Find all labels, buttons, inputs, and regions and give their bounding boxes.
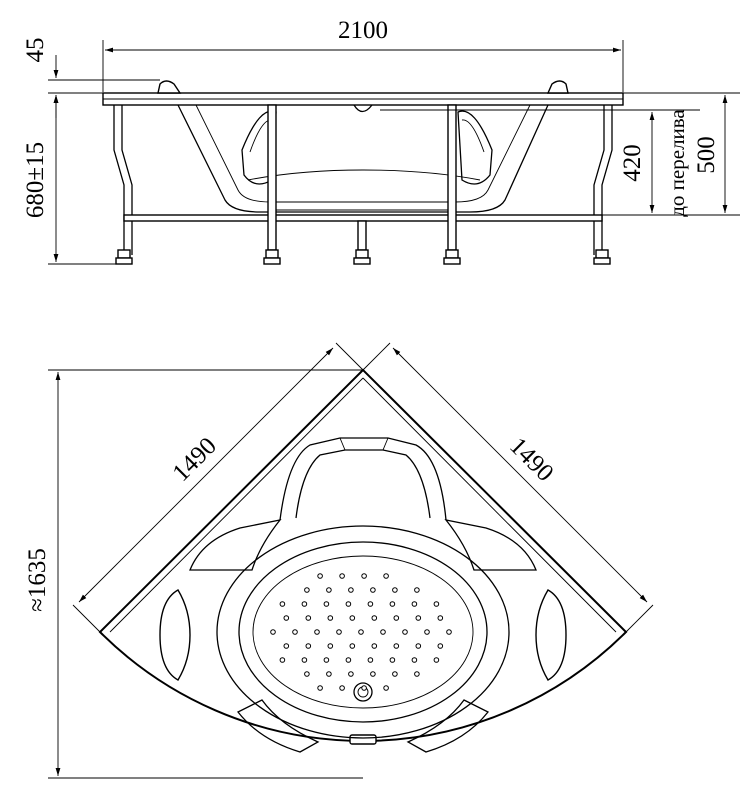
nozzle (348, 587, 354, 593)
nozzle (437, 615, 444, 621)
side-left-label: 1490 (167, 432, 221, 486)
nozzle (326, 587, 332, 593)
nozzle (345, 601, 352, 607)
hydromassage-nozzles (270, 573, 452, 691)
nozzle (424, 629, 430, 635)
nozzle (361, 573, 367, 579)
nozzle (370, 671, 376, 677)
overflow-drain (353, 104, 373, 113)
nozzle (323, 601, 330, 607)
rim-height-label: 45 (22, 38, 49, 63)
top-view: 1490 1490 ≈1635 (24, 342, 654, 779)
nozzle (393, 643, 400, 649)
nozzle (304, 671, 310, 677)
side-right-label: 1490 (504, 432, 558, 486)
nozzle (433, 657, 440, 663)
nozzle (279, 601, 286, 607)
nozzle (323, 657, 330, 663)
nozzle (345, 657, 352, 663)
nozzle (292, 629, 298, 635)
nozzle (349, 643, 356, 649)
nozzle (392, 587, 398, 593)
nozzle (383, 685, 389, 691)
nozzle (380, 629, 386, 635)
dim-total-height: 680±15 (22, 95, 118, 265)
nozzle (305, 615, 312, 621)
right-headrest (546, 80, 569, 94)
nozzle (336, 629, 342, 635)
overflow-height-label: 420 (619, 144, 646, 182)
width-label: 2100 (338, 17, 388, 44)
nozzle (339, 685, 345, 691)
tub-outline (98, 368, 628, 742)
nozzle (367, 601, 374, 607)
nozzle (317, 573, 323, 579)
nozzle (371, 615, 378, 621)
overflow-label: до перелива (665, 109, 689, 217)
nozzle (411, 657, 418, 663)
drain (353, 682, 373, 702)
nozzle (367, 657, 374, 663)
front-step (236, 699, 320, 753)
adjustable-feet (115, 249, 611, 265)
nozzle (371, 643, 378, 649)
nozzle (301, 657, 308, 663)
dim-width: 2100 (102, 17, 624, 92)
dim-depth: 420 до перелива 500 (380, 92, 740, 217)
nozzle (317, 685, 323, 691)
nozzle (383, 573, 389, 579)
nozzle (446, 629, 452, 635)
nozzle (415, 615, 422, 621)
nozzle (339, 573, 345, 579)
dim-side-right: 1490 (362, 342, 654, 633)
nozzle (304, 587, 310, 593)
side-view: 2100 45 680±15 420 до перелива 500 (22, 17, 740, 265)
nozzle (283, 643, 290, 649)
nozzle (437, 643, 444, 649)
nozzle (327, 615, 334, 621)
nozzle (283, 615, 290, 621)
bowl-outer (216, 525, 510, 739)
bowl-inner (238, 541, 488, 723)
nozzle (301, 601, 308, 607)
nozzle (402, 629, 408, 635)
nozzle (348, 671, 354, 677)
nozzle (393, 615, 400, 621)
nozzle (415, 643, 422, 649)
overflow-top (349, 734, 377, 745)
left-headrest-top (159, 589, 191, 681)
right-backrest (457, 110, 493, 185)
diagonal-label: ≈1635 (24, 548, 51, 612)
nozzle (433, 601, 440, 607)
nozzle (370, 587, 376, 593)
nozzle (326, 671, 332, 677)
nozzle (314, 629, 320, 635)
total-height-label: 680±15 (22, 142, 49, 218)
dim-side-left: 1490 (72, 342, 364, 633)
nozzle (327, 643, 334, 649)
nozzle (411, 601, 418, 607)
nozzle (270, 629, 276, 635)
nozzle (279, 657, 286, 663)
nozzle (414, 587, 420, 593)
dim-diagonal: ≈1635 (24, 369, 363, 779)
nozzle (389, 657, 396, 663)
nozzle (349, 615, 356, 621)
nozzle (361, 685, 367, 691)
right-headrest-top (535, 589, 567, 681)
tub-bowl (177, 104, 549, 213)
depth-label: 500 (693, 136, 720, 174)
nozzle (305, 643, 312, 649)
nozzle (389, 601, 396, 607)
nozzle (392, 671, 398, 677)
nozzle (414, 671, 420, 677)
nozzle (358, 629, 364, 635)
left-headrest (157, 80, 182, 94)
